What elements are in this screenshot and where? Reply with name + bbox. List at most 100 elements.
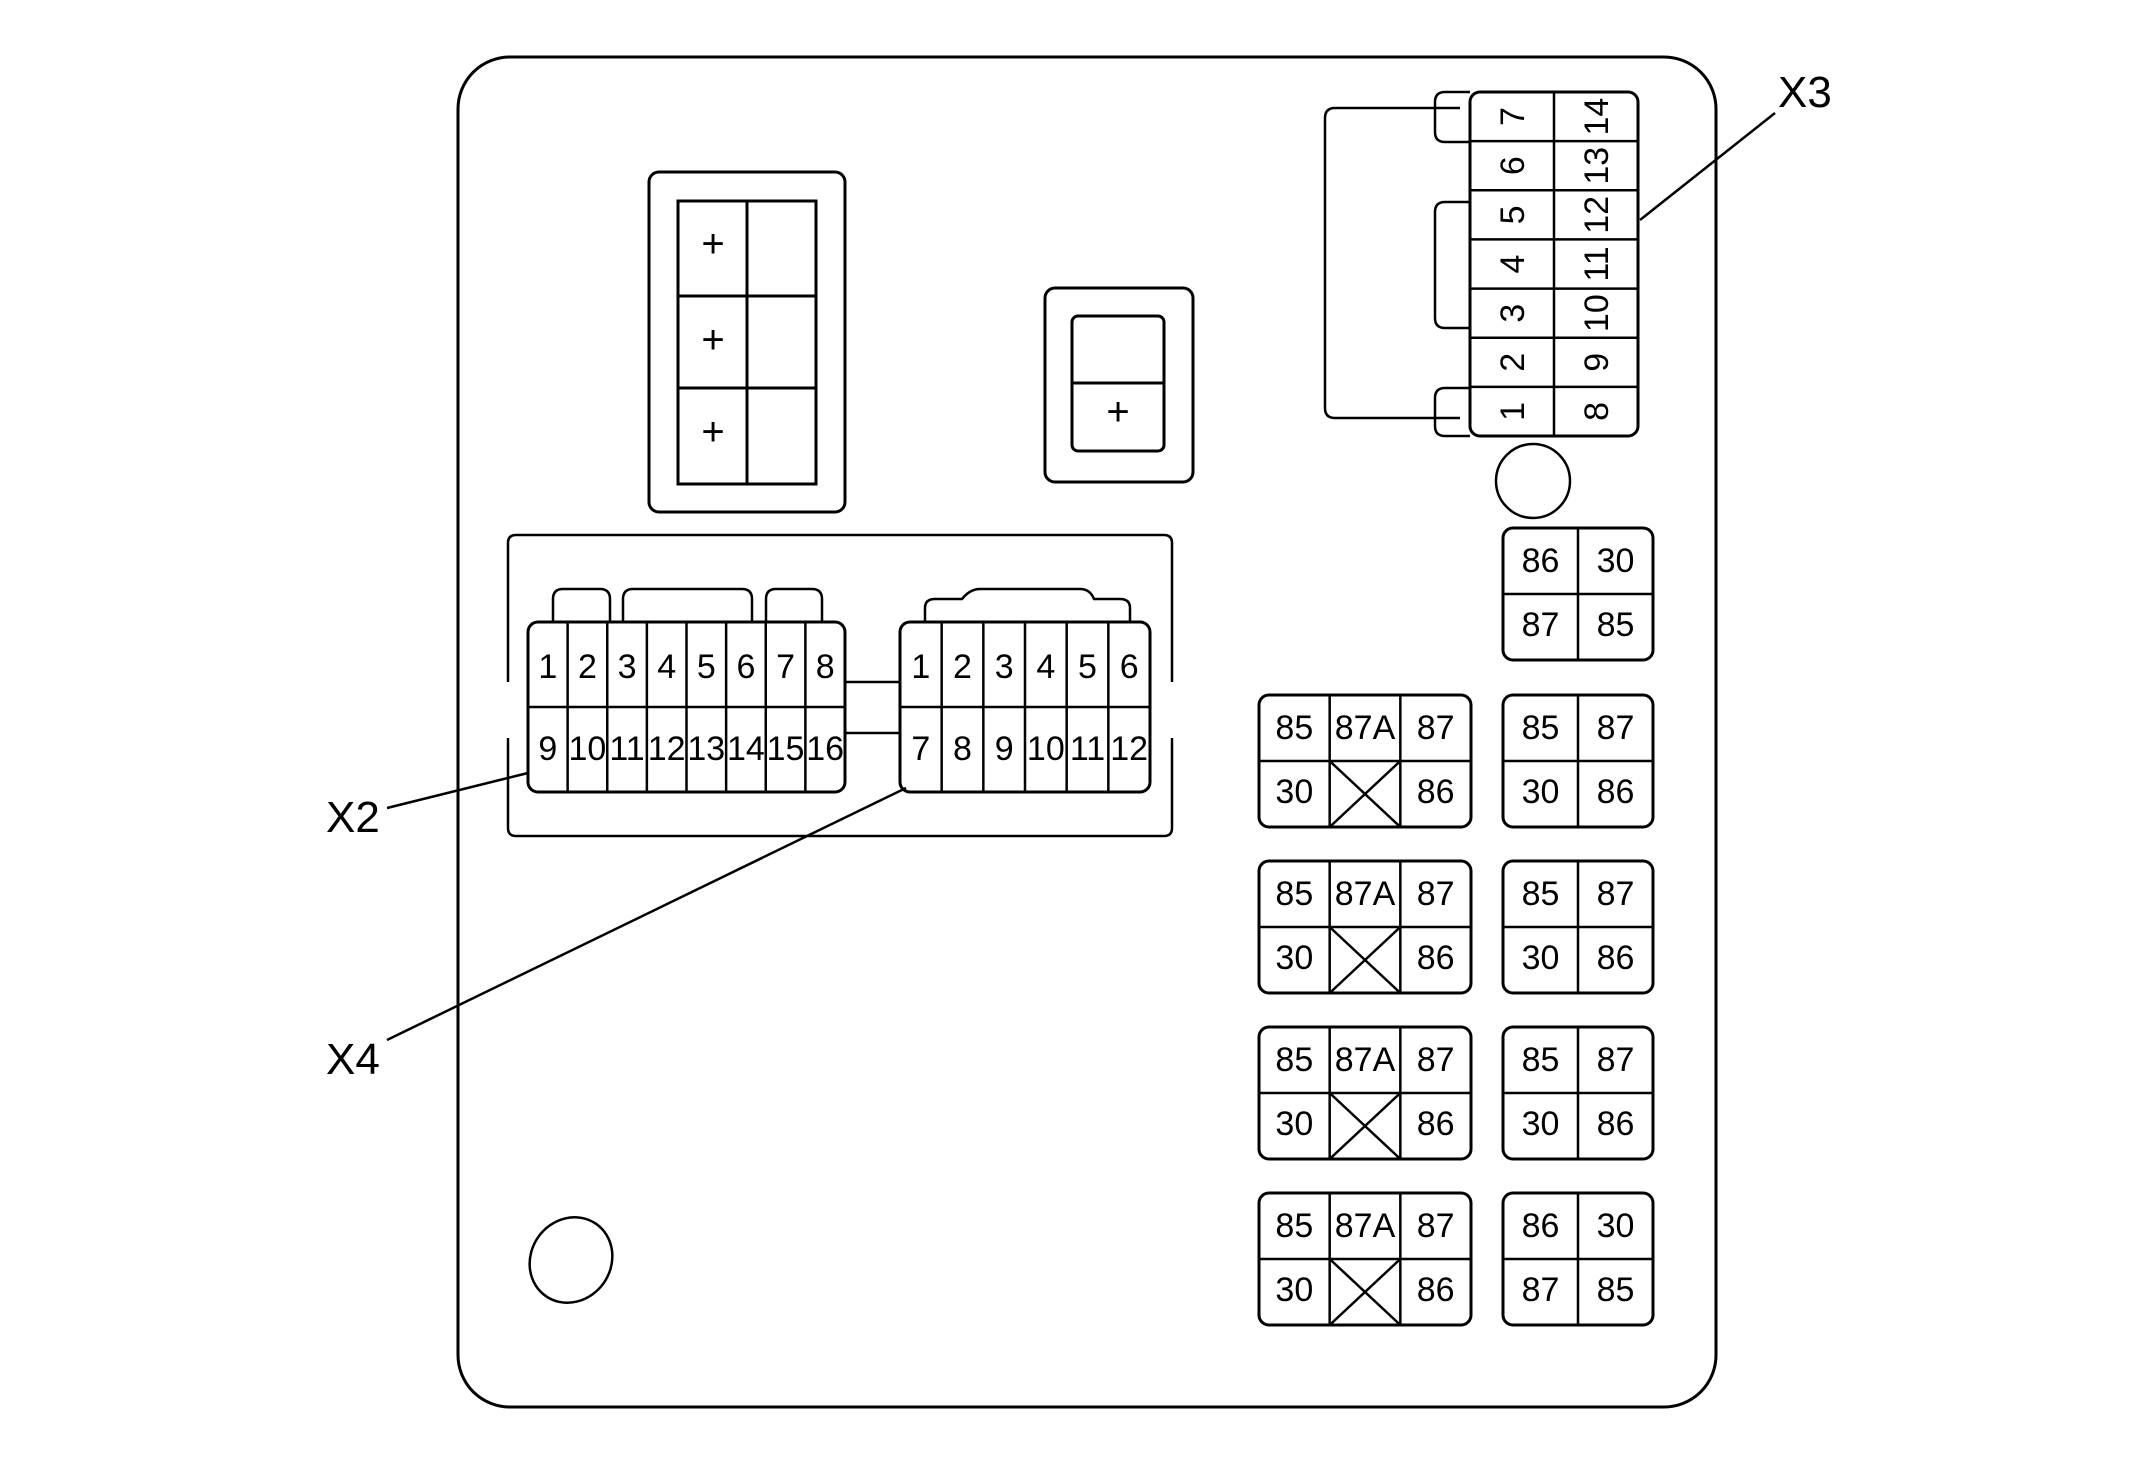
- x3-pin-label: 12: [1578, 196, 1616, 234]
- relay-pin-label: 85: [1597, 606, 1635, 644]
- relay-4pin: 85 87 30 86: [1501, 859, 1655, 995]
- callout-x3-label: X3: [1778, 68, 1832, 117]
- relay-pin-label: 87: [1417, 875, 1455, 913]
- relay-pin-label: 85: [1522, 709, 1560, 747]
- callout-x2-label: X2: [326, 793, 380, 842]
- x2-pin-label: 5: [697, 648, 716, 686]
- relay-pin-label: 87A: [1335, 1207, 1396, 1245]
- callout-x3: X3: [1639, 68, 1832, 221]
- x2-pin-label: 12: [648, 730, 686, 768]
- maxi-fuse-plus-2: +: [701, 318, 724, 362]
- x4-pin-label: 11: [1070, 730, 1105, 768]
- x2-pin-label: 14: [727, 730, 765, 768]
- mounting-hole-top: [1494, 442, 1572, 520]
- relay-pin-label: 86: [1417, 939, 1455, 977]
- relay-pin-label: 30: [1522, 939, 1560, 977]
- relay-5pin: 85 87A 87 30 86: [1257, 859, 1473, 995]
- relay-pin-label: 87: [1417, 709, 1455, 747]
- relay-pin-label: 86: [1597, 939, 1635, 977]
- x4-pin-label: 8: [953, 730, 972, 768]
- x3-pin-label: 7: [1494, 107, 1532, 126]
- relay-pin-label: 87A: [1335, 875, 1396, 913]
- relay-pin-label: 87A: [1335, 709, 1396, 747]
- maxi-fuse-plus-1: +: [701, 222, 724, 266]
- x2-pin-label: 13: [687, 730, 725, 768]
- x3-pin-label: 5: [1494, 205, 1532, 224]
- relay-pin-label: 30: [1597, 542, 1635, 580]
- x3-pin-label: 11: [1578, 246, 1616, 281]
- x3-pin-label: 1: [1494, 402, 1532, 421]
- relay-4pin: 86 30 87 85: [1501, 526, 1655, 662]
- maxi-fuse-plus-3: +: [701, 410, 724, 454]
- relay-pin-label: 85: [1275, 1207, 1313, 1245]
- relay-4pin: 86 30 87 85: [1501, 1191, 1655, 1327]
- x4-pin-label: 9: [995, 730, 1014, 768]
- x2-pin-label: 11: [609, 730, 644, 768]
- relay-pin-label: 87: [1597, 709, 1635, 747]
- x4-pin-label: 2: [953, 648, 972, 686]
- relay-pin-label: 87: [1597, 1041, 1635, 1079]
- relay-5pin: 85 87A 87 30 86: [1257, 693, 1473, 829]
- x3-pin-label: 3: [1494, 304, 1532, 323]
- x3-pin-label: 2: [1494, 353, 1532, 372]
- x2-pin-label: 3: [618, 648, 637, 686]
- relay-pin-label: 85: [1275, 875, 1313, 913]
- x2-pin-label: 6: [736, 648, 755, 686]
- relay-pin-label: 85: [1597, 1271, 1635, 1309]
- x4-pin-label: 5: [1078, 648, 1097, 686]
- relay-pin-label: 85: [1275, 1041, 1313, 1079]
- relay-pin-label: 85: [1275, 709, 1313, 747]
- single-fuse-block: +: [1043, 286, 1195, 484]
- x2-pin-label: 9: [538, 730, 557, 768]
- x3-pin-label: 8: [1578, 402, 1616, 421]
- relay-pin-label: 87: [1522, 1271, 1560, 1309]
- relay-pin-label: 86: [1522, 542, 1560, 580]
- relay-pin-label: 30: [1597, 1207, 1635, 1245]
- x4-pin-label: 10: [1027, 730, 1065, 768]
- relay-pin-label: 87: [1522, 606, 1560, 644]
- x2-pin-label: 8: [816, 648, 835, 686]
- relay-pin-label: 30: [1275, 773, 1313, 811]
- relay-pin-label: 30: [1522, 773, 1560, 811]
- x4-pin-label: 4: [1036, 648, 1055, 686]
- relay-pin-label: 86: [1597, 1105, 1635, 1143]
- single-fuse-plus: +: [1106, 390, 1129, 434]
- x4-pin-label: 12: [1110, 730, 1148, 768]
- x2-pin-label: 2: [578, 648, 597, 686]
- x3-pin-label: 13: [1578, 147, 1616, 185]
- relay-pin-label: 30: [1275, 1271, 1313, 1309]
- relay-pin-label: 87: [1597, 875, 1635, 913]
- x3-pin-label: 10: [1578, 294, 1616, 332]
- x2-pin-label: 4: [657, 648, 676, 686]
- x4-pin-label: 3: [995, 648, 1014, 686]
- relay-pin-label: 87A: [1335, 1041, 1396, 1079]
- callout-x4-label: X4: [326, 1035, 380, 1084]
- relay-pin-label: 86: [1522, 1207, 1560, 1245]
- relay-pin-label: 86: [1597, 773, 1635, 811]
- relay-pin-label: 85: [1522, 1041, 1560, 1079]
- relay-pin-label: 30: [1275, 939, 1313, 977]
- x2-pin-label: 15: [767, 730, 805, 768]
- x2-pin-label: 16: [806, 730, 844, 768]
- fuse-box-housing: [456, 55, 1718, 1409]
- relay-pin-label: 85: [1522, 875, 1560, 913]
- x2-pin-label: 7: [776, 648, 795, 686]
- x2-pin-label: 10: [569, 730, 607, 768]
- relay-4pin: 85 87 30 86: [1501, 693, 1655, 829]
- x3-pin-label: 9: [1578, 353, 1616, 372]
- relay-pin-label: 87: [1417, 1207, 1455, 1245]
- relay-pin-label: 86: [1417, 773, 1455, 811]
- x4-pin-label: 1: [911, 648, 930, 686]
- x3-pin-label: 4: [1494, 255, 1532, 274]
- x4-pin-label: 7: [911, 730, 930, 768]
- maxi-fuse-block: + + +: [647, 170, 847, 514]
- relay-pin-label: 86: [1417, 1105, 1455, 1143]
